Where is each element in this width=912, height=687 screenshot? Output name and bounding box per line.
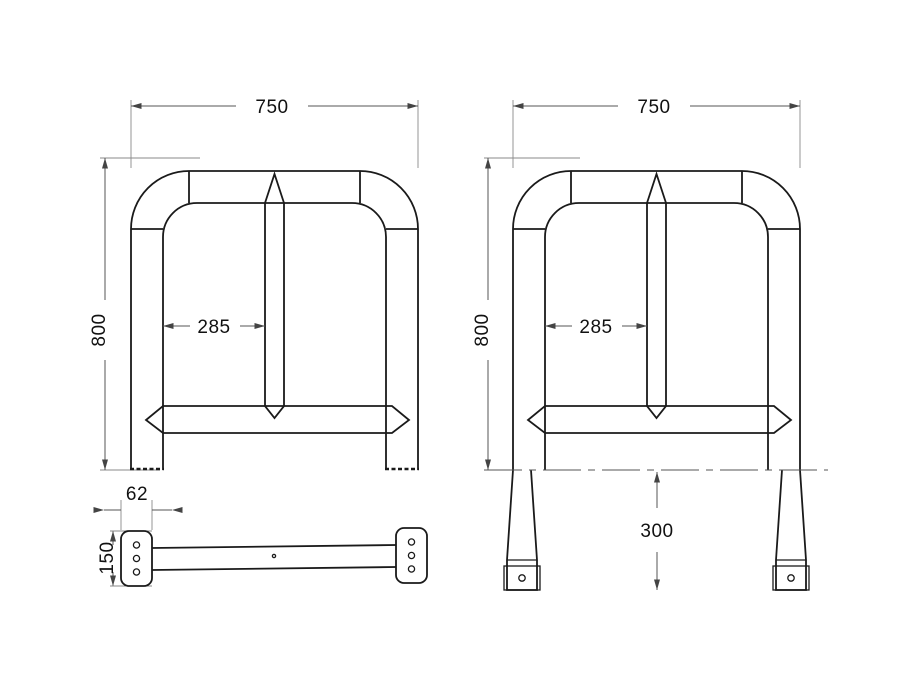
view-front-surface-mount: 750 800	[89, 97, 419, 471]
foot-anchor-hole-left	[518, 574, 526, 582]
hoop-outer-profile-left	[130, 170, 419, 470]
side-rail-bottom-edge	[151, 566, 397, 571]
dim-label-62: 62	[126, 484, 148, 505]
view-front-root-fixed: 750 800	[472, 97, 828, 591]
hoop-inner-profile-left	[162, 202, 387, 470]
dim-plate-150: 150	[97, 531, 118, 586]
base-plate-left-hole-1	[132, 541, 141, 549]
view-side-base-plates: 62 150	[93, 484, 428, 587]
side-rail-centre-mark	[271, 553, 277, 559]
dim-label-300: 300	[640, 521, 673, 542]
dim-height-800-left: 800	[89, 158, 110, 470]
base-plate-left	[120, 530, 153, 587]
base-plate-left-hole-3	[132, 568, 141, 576]
dim-gap-285-left: 285	[163, 317, 265, 338]
hoop-inner-profile-right	[544, 202, 769, 470]
dim-depth-300: 300	[640, 472, 673, 590]
dim-gap-285-right: 285	[545, 317, 647, 338]
centre-post-right	[646, 171, 667, 420]
base-plate-right-hole-3	[407, 565, 416, 573]
dim-height-800-right: 800	[472, 158, 493, 470]
base-plate-right-hole-2	[407, 551, 416, 560]
bottom-rail-right	[526, 405, 793, 434]
centre-post-left	[264, 171, 285, 420]
dim-label-750-right: 750	[637, 97, 670, 118]
dim-label-285-right: 285	[579, 317, 612, 338]
side-rail-top-edge	[151, 544, 397, 549]
hoop-outer-left-leg-right-view	[506, 229, 538, 591]
base-plate-left-hole-2	[132, 554, 141, 563]
base-plate-right-hole-1	[407, 538, 416, 546]
dim-label-800-left: 800	[89, 313, 110, 346]
dim-label-285-left: 285	[197, 317, 230, 338]
dim-width-750-left: 750	[131, 97, 418, 118]
foot-anchor-hole-right	[787, 574, 795, 582]
dim-plate-62: 62	[93, 484, 183, 513]
bottom-rail-left	[144, 405, 411, 434]
dim-label-150: 150	[97, 541, 118, 574]
dim-label-750-left: 750	[255, 97, 288, 118]
dim-width-750-right: 750	[513, 97, 800, 118]
foot-anchor-box-right	[772, 565, 810, 591]
foot-anchor-box-left	[503, 565, 541, 591]
dim-label-800-right: 800	[472, 313, 493, 346]
base-plate-right	[395, 527, 428, 584]
